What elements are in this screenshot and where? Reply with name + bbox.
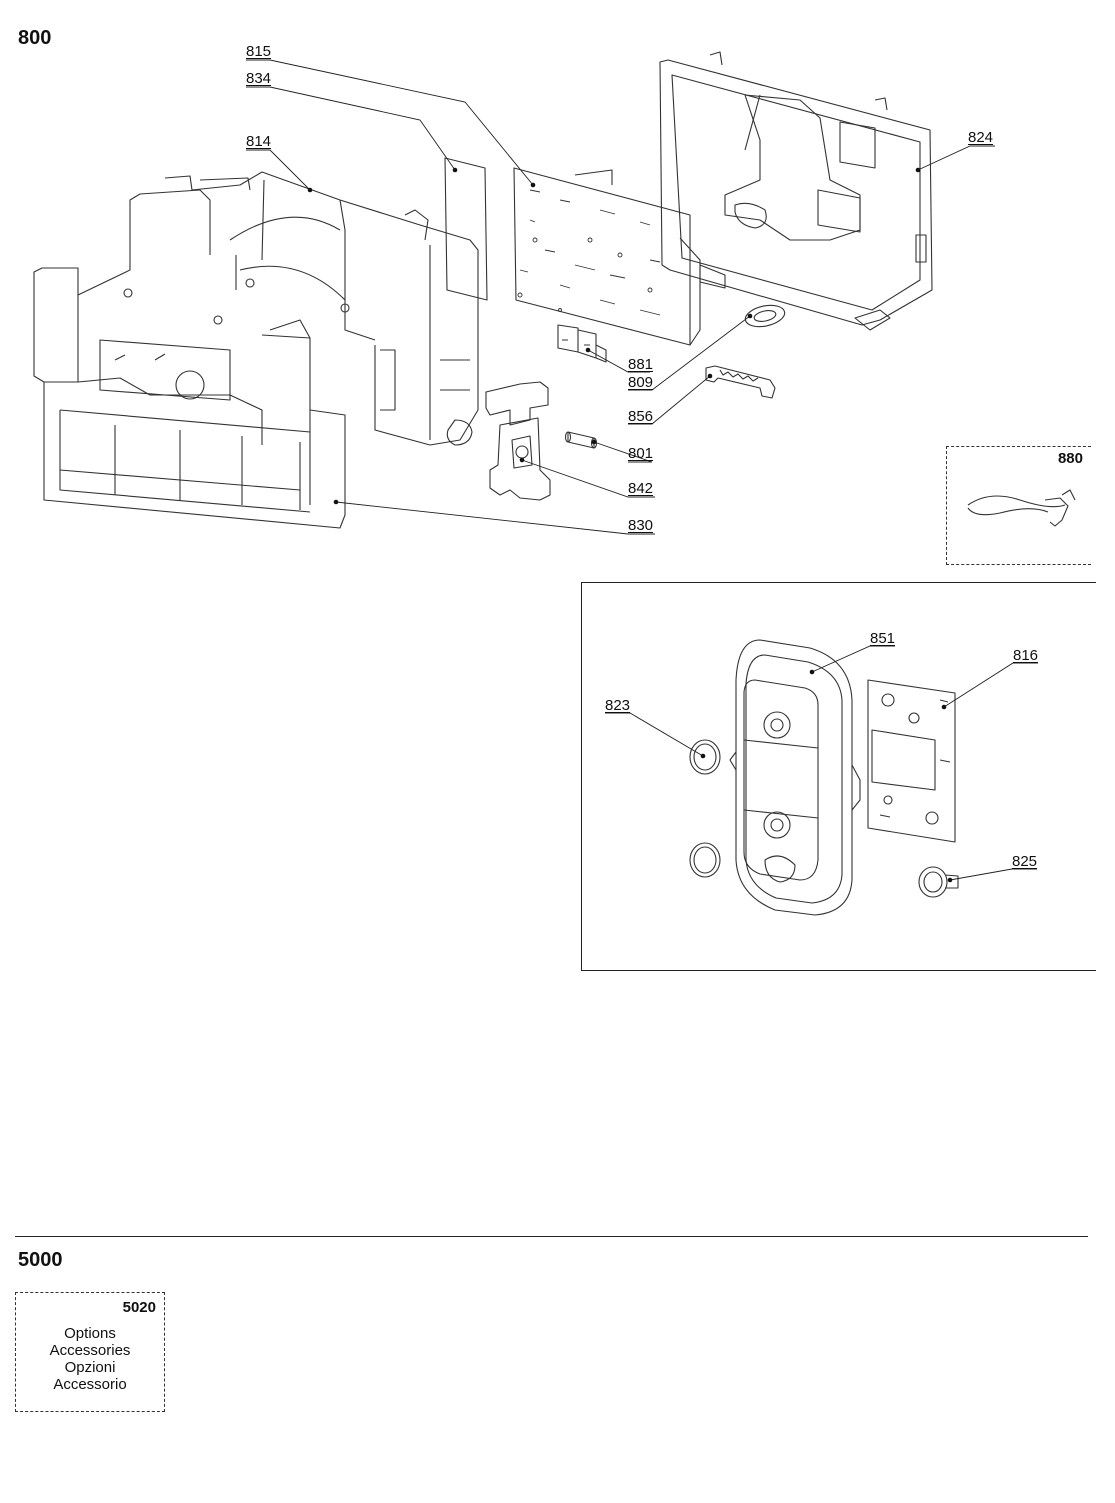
relay-part-881 [557,324,607,363]
options-line-4: Accessorio [53,1376,127,1393]
leader-lines [246,59,1038,881]
options-line-2: Accessories [49,1342,131,1359]
options-text-block: Options Accessories Opzioni Accessorio [16,1325,164,1393]
callout-815: 815 [246,43,272,60]
cable-kit-label: 880 [1057,450,1083,467]
callout-825: 825 [1012,853,1038,870]
cable-kit-box: 880 [946,446,1091,565]
callout-856: 856 [628,408,654,425]
section-800-title: 800 [18,27,52,49]
bracket-part-842 [485,381,551,501]
leader-dots [307,167,953,883]
front-panel-part-851 [729,639,861,916]
callout-881: 881 [628,356,654,373]
rear-cover-part-824 [659,51,933,331]
handle-part-856 [705,365,776,399]
options-accessories-box[interactable]: 5020 Options Accessories Opzioni Accesso… [15,1292,165,1412]
callout-809: 809 [628,374,654,391]
control-panel-inset-frame [581,582,1096,971]
callout-823: 823 [605,697,631,714]
options-line-1: Options [64,1325,116,1342]
cable-part-880 [967,489,1076,527]
section-5000-title: 5000 [18,1249,63,1271]
options-line-3: Opzioni [64,1359,116,1376]
display-board-part-816 [867,679,956,843]
options-box-label: 5020 [122,1299,156,1316]
section-divider [15,1236,1088,1237]
callout-830: 830 [628,517,654,534]
callout-801: 801 [628,445,654,462]
insulation-sheet-part-834 [444,157,488,301]
callout-842: 842 [628,480,654,497]
callout-814: 814 [246,133,272,150]
rear-housing-part-814 [164,171,479,446]
encoder-part-825 [918,866,959,898]
knob-part-823 [689,739,721,878]
callout-816: 816 [1013,647,1039,664]
fuse-part-801 [564,431,598,449]
callout-834: 834 [246,70,272,87]
main-circuit-board-part-815 [513,167,701,346]
front-housing-part-830 [33,189,350,529]
callout-824: 824 [968,129,994,146]
callout-851: 851 [870,630,896,647]
grommet-part-809 [744,304,786,328]
